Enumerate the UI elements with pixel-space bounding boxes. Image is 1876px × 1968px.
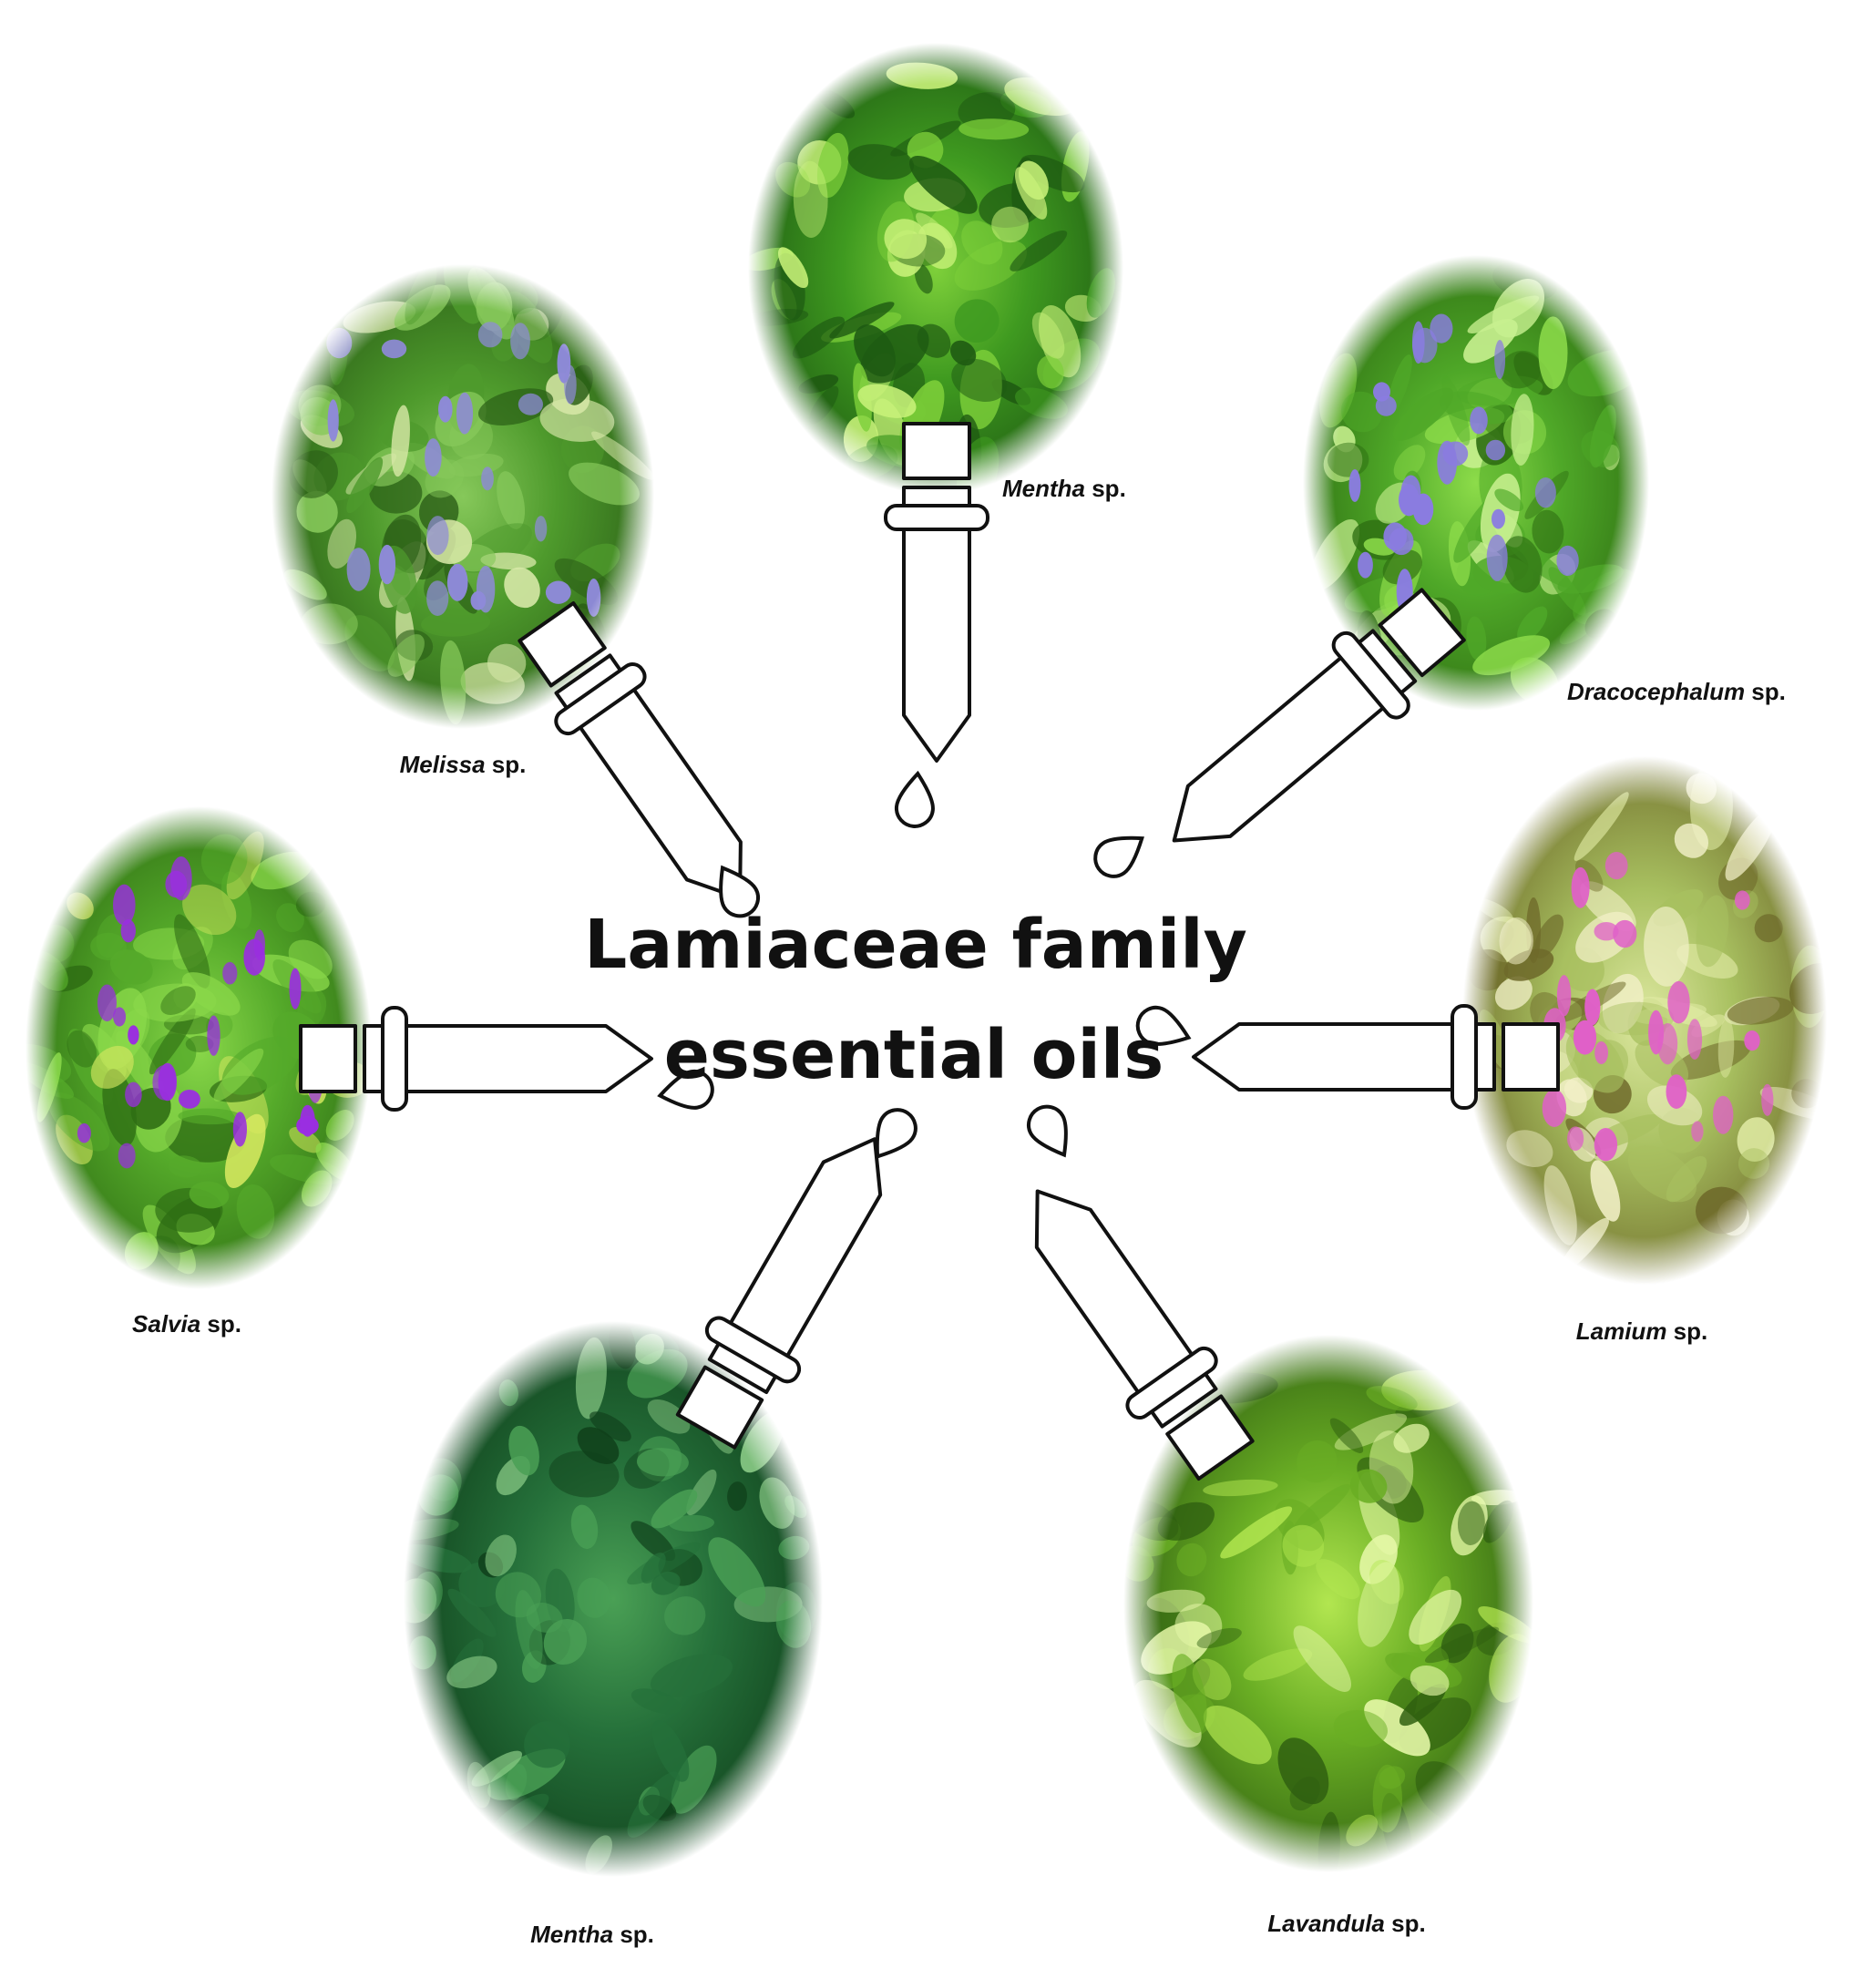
lavender-meadow-photo <box>1119 1335 1538 1885</box>
label-suffix: sp. <box>1085 475 1126 502</box>
label-genus: Lamium <box>1576 1317 1667 1345</box>
label-suffix: sp. <box>486 751 527 778</box>
droplet-melissa <box>719 865 760 918</box>
droplet-salvia <box>657 1069 714 1110</box>
label-dracocephalum: Dracocephalum sp. <box>1567 678 1786 705</box>
label-mentha-top: Mentha sp. <box>1002 475 1126 502</box>
label-suffix: sp. <box>613 1921 654 1948</box>
sage-flowers-photo <box>8 806 372 1289</box>
label-lamium: Lamium sp. <box>1576 1317 1707 1345</box>
label-suffix: sp. <box>1745 678 1786 705</box>
droplet-lavandula <box>1027 1104 1068 1158</box>
dropper-salvia <box>299 1006 653 1112</box>
pipette-droppers <box>299 422 1560 1481</box>
title-line-1: Lamiaceae family <box>584 906 1247 984</box>
title-line-2: essential oils <box>664 1016 1164 1094</box>
droplet-dracocephalum <box>1093 835 1144 878</box>
mint-leaves-photo <box>743 43 1123 508</box>
dropper-melissa <box>518 601 743 900</box>
droplet-mentha-top <box>895 770 935 828</box>
spearmint-photo <box>390 1320 823 1877</box>
dropper-mentha-top <box>884 422 989 763</box>
label-suffix: sp. <box>200 1310 241 1338</box>
label-suffix: sp. <box>1385 1910 1426 1937</box>
dropper-lamium <box>1192 1004 1560 1110</box>
label-genus: Mentha <box>530 1921 613 1948</box>
label-salvia: Salvia sp. <box>132 1310 241 1338</box>
dropper-mentha-bottom <box>675 1137 883 1450</box>
label-mentha-bottom: Mentha sp. <box>530 1921 654 1948</box>
label-genus: Mentha <box>1002 475 1085 502</box>
deadnettle-photo <box>1462 756 1841 1285</box>
label-genus: Dracocephalum <box>1567 678 1745 705</box>
label-genus: Salvia <box>132 1310 200 1338</box>
plant-labels: Mentha sp.Dracocephalum sp.Lamium sp.Lav… <box>132 475 1786 1948</box>
label-lavandula: Lavandula sp. <box>1267 1910 1425 1937</box>
label-melissa: Melissa sp. <box>400 751 527 778</box>
droplet-mentha-bottom <box>875 1108 917 1159</box>
label-suffix: sp. <box>1666 1317 1707 1345</box>
lemon-balm-photo <box>272 251 655 729</box>
droplet-lamium <box>1135 1005 1192 1046</box>
dropper-lavandula <box>1034 1189 1255 1481</box>
dropper-dracocephalum <box>1172 588 1466 843</box>
label-genus: Melissa <box>400 751 486 778</box>
label-genus: Lavandula <box>1267 1910 1385 1937</box>
